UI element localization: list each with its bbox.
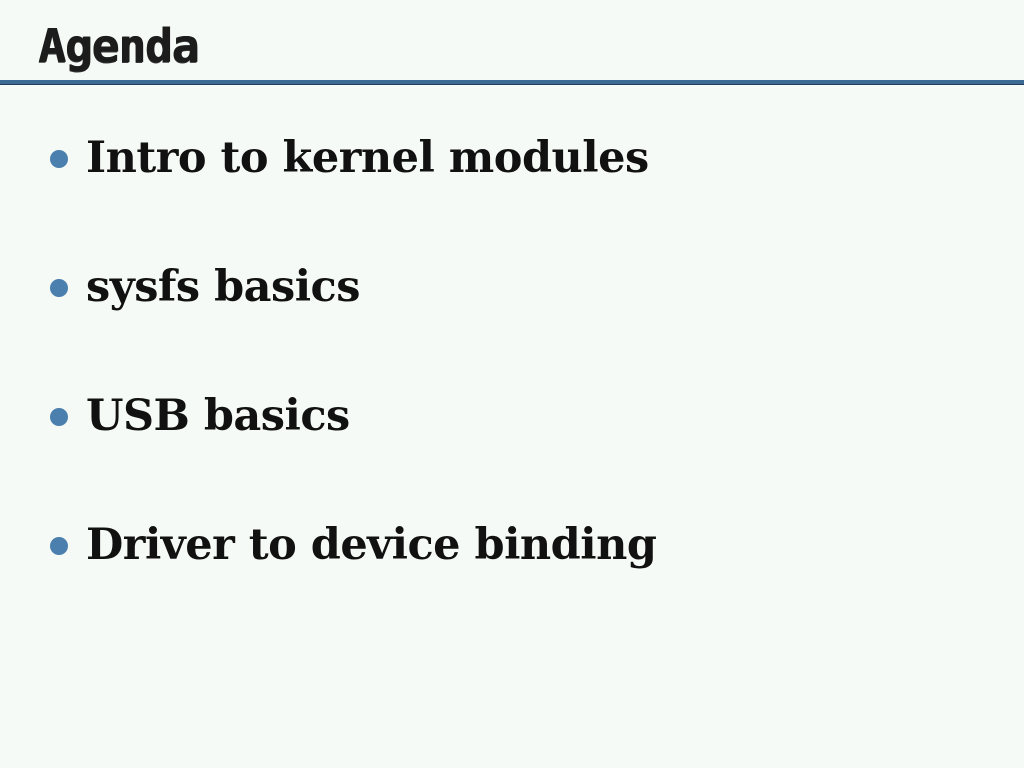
bullet-text: sysfs basics (86, 262, 360, 312)
title-underline (0, 80, 1024, 85)
bullet-text: USB basics (86, 391, 350, 441)
bullet-list: Intro to kernel modules sysfs basics USB… (50, 130, 657, 646)
bullet-icon (50, 279, 68, 297)
list-item: Intro to kernel modules (50, 130, 656, 259)
bullet-text: Driver to device binding (86, 520, 657, 570)
bullet-icon (50, 408, 68, 426)
bullet-icon (50, 150, 68, 168)
bullet-icon (50, 537, 68, 555)
slide-title: Agenda (38, 19, 199, 73)
bullet-text: Intro to kernel modules (86, 133, 649, 183)
list-item: sysfs basics (50, 259, 656, 388)
list-item: Driver to device binding (50, 517, 657, 646)
list-item: USB basics (50, 388, 656, 517)
